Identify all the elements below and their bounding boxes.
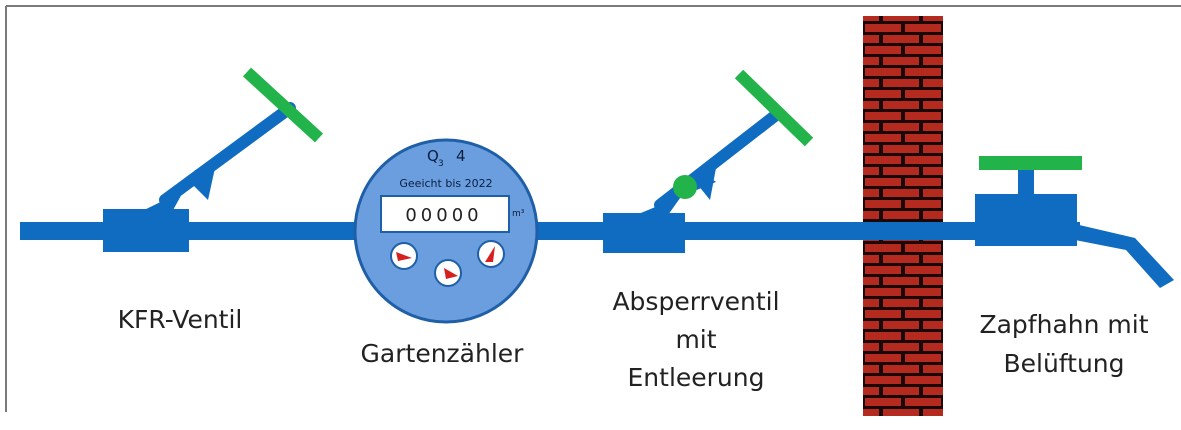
shutoff-valve xyxy=(603,69,814,253)
meter-display xyxy=(380,195,510,233)
label-shutoff-valve-line3: Entleerung xyxy=(628,363,765,392)
tap-spout xyxy=(1075,224,1174,288)
garden-meter: Q 3 4 Geeicht bis 2022 00000 m³ xyxy=(353,138,539,324)
meter-reading: 00000 xyxy=(405,205,482,226)
meter-size-label: Q xyxy=(427,147,439,165)
main-pipe xyxy=(20,222,1080,240)
meter-dial-left xyxy=(390,242,418,270)
meter-size-sub: 3 xyxy=(438,159,444,169)
label-tap-line1: Zapfhahn mit xyxy=(979,310,1148,339)
meter-calibration: Geeicht bis 2022 xyxy=(399,177,492,190)
meter-unit: m³ xyxy=(512,209,525,219)
label-garden-meter: Gartenzähler xyxy=(361,339,525,368)
label-shutoff-valve-line2: mit xyxy=(675,325,716,354)
shutoff-handle xyxy=(734,69,814,147)
tap xyxy=(975,156,1174,288)
meter-dial-right xyxy=(477,240,505,268)
kfr-valve xyxy=(103,67,324,252)
brick-wall xyxy=(863,16,943,416)
label-shutoff-valve-line1: Absperrventil xyxy=(612,287,779,316)
wall-pipe-passage xyxy=(863,222,943,240)
meter-dial-center xyxy=(434,259,462,287)
drain-cap xyxy=(673,175,697,199)
tap-handle xyxy=(979,156,1082,170)
label-kfr-valve: KFR-Ventil xyxy=(118,305,243,334)
tap-stem xyxy=(1018,170,1034,196)
kfr-handle xyxy=(242,67,324,143)
meter-size-value: 4 xyxy=(456,147,466,165)
label-tap-line2: Belüftung xyxy=(1003,349,1124,378)
tap-body xyxy=(975,194,1077,246)
